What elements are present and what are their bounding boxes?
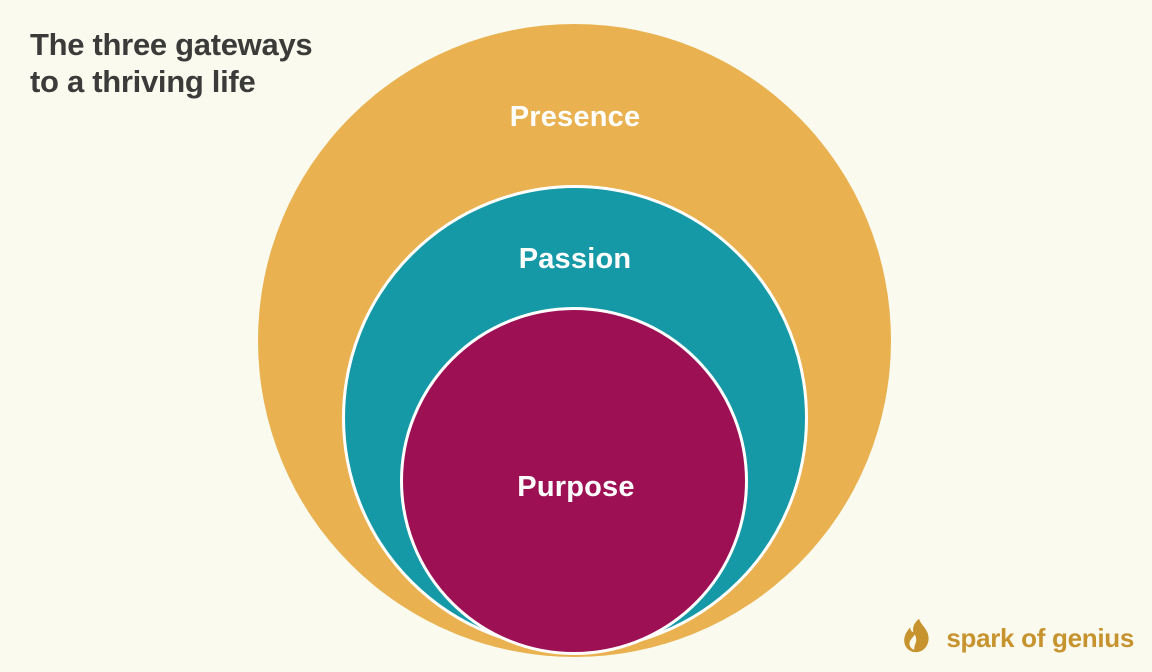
flame-body bbox=[904, 618, 929, 653]
page-title-line1: The three gateways bbox=[30, 27, 313, 62]
page-title-line2: to a thriving life bbox=[30, 64, 256, 99]
page-title: The three gateways to a thriving life bbox=[30, 26, 313, 100]
flame-cutout bbox=[909, 634, 917, 650]
flame-icon bbox=[904, 618, 929, 653]
circle-label-purpose: Purpose bbox=[517, 471, 635, 503]
circle-label-passion: Passion bbox=[518, 243, 632, 275]
brand-logo-text: spark of genius bbox=[946, 622, 1134, 653]
circle-purpose bbox=[400, 307, 748, 655]
brand-logo: spark of genius bbox=[895, 616, 1134, 660]
circle-label-presence: Presence bbox=[509, 101, 641, 133]
